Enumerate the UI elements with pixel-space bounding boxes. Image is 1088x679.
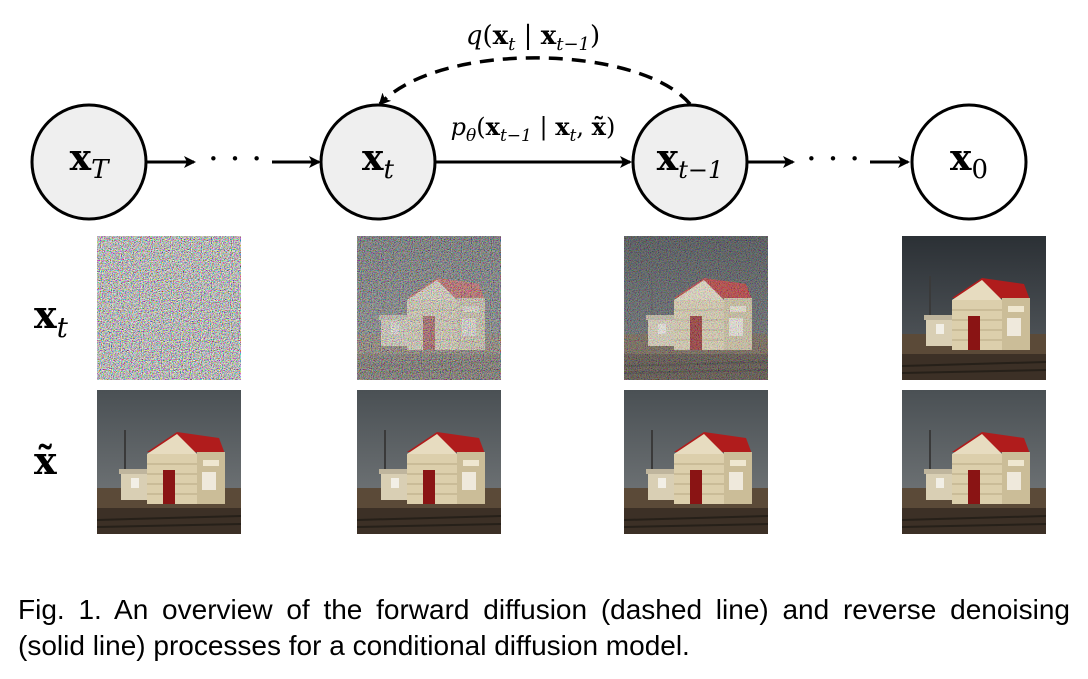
forward-label: q(xt | xt−1) bbox=[466, 21, 600, 55]
ellipsis-right: · · · bbox=[806, 139, 860, 179]
condition-image-4 bbox=[902, 390, 1046, 534]
condition-image-3 bbox=[624, 390, 768, 534]
node-xT-sub: T bbox=[91, 155, 110, 185]
node-x0: x0 bbox=[910, 103, 1028, 221]
ellipsis-left: · · · bbox=[208, 139, 262, 179]
node-xT: xT bbox=[30, 103, 148, 221]
figure-caption: Fig. 1. An overview of the forward diffu… bbox=[18, 594, 1070, 661]
sample-xt-noisy bbox=[357, 236, 501, 380]
condition-image-2 bbox=[357, 390, 501, 534]
node-xT-base: x bbox=[70, 137, 92, 179]
svg-text:x0: x0 bbox=[950, 137, 988, 185]
sample-x0-clean bbox=[902, 236, 1046, 380]
node-xt-base: x bbox=[362, 137, 384, 179]
node-x0-sub: 0 bbox=[971, 155, 988, 185]
sample-xt1-less-noisy bbox=[624, 236, 768, 380]
row-label-xt: xt bbox=[34, 292, 69, 344]
node-xt1-base: x bbox=[657, 137, 679, 179]
forward-arrow-dashed bbox=[378, 56, 692, 106]
sample-xT-pure-noise bbox=[97, 236, 241, 380]
node-xt: xt bbox=[319, 103, 437, 221]
row-label-xtilde: x̃ bbox=[34, 438, 57, 483]
diffusion-diagram: xT xt xt−1 x0 · · · · · · q(xt | xt−1) p… bbox=[30, 21, 1046, 534]
reverse-label: pθ(xt−1 | xt, x̃) bbox=[451, 112, 616, 146]
svg-text:xT: xT bbox=[70, 137, 110, 185]
svg-text:xt: xt bbox=[362, 137, 394, 185]
node-xt-sub: t bbox=[384, 155, 395, 185]
node-xt-minus-1: xt−1 bbox=[631, 103, 749, 221]
node-xt1-sub: t−1 bbox=[678, 156, 723, 184]
node-x0-base: x bbox=[950, 137, 972, 179]
condition-image-1 bbox=[97, 390, 241, 534]
svg-text:xt−1: xt−1 bbox=[657, 137, 724, 184]
